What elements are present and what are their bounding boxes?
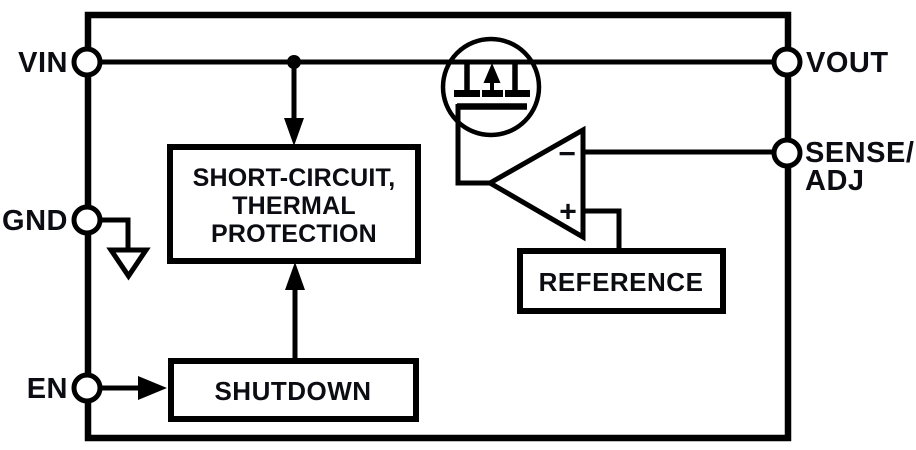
reference-input-wire bbox=[583, 208, 622, 253]
protection-input-arrowhead bbox=[284, 118, 304, 146]
pin-label-sense: SENSE/ bbox=[805, 137, 914, 169]
pin-en bbox=[71, 372, 103, 404]
mosfet-circle bbox=[440, 36, 542, 138]
reference-block-label: REFERENCE bbox=[539, 267, 704, 297]
error-amplifier-icon: − + bbox=[484, 125, 586, 242]
shutdown-block: SHUTDOWN bbox=[168, 358, 419, 422]
shutdown-block-label: SHUTDOWN bbox=[214, 376, 371, 406]
pin-vout bbox=[771, 46, 803, 78]
pin-label-en: EN bbox=[27, 373, 68, 405]
p-channel-mosfet-icon bbox=[440, 36, 542, 138]
reference-block-box bbox=[517, 248, 726, 314]
pin-label-adj: ADJ bbox=[805, 165, 865, 197]
protection-block-label-line1: SHORT-CIRCUIT, bbox=[193, 164, 396, 192]
protection-block-box bbox=[167, 144, 421, 264]
en-arrowhead bbox=[138, 376, 167, 400]
pin-gnd bbox=[71, 204, 103, 236]
ground-symbol-icon bbox=[106, 247, 151, 281]
pin-label-gnd: GND bbox=[2, 205, 68, 237]
reference-block: REFERENCE bbox=[517, 248, 726, 314]
shutdown-block-box bbox=[168, 358, 419, 422]
amplifier-minus-sign: − bbox=[558, 138, 576, 171]
protection-block: SHORT-CIRCUIT, THERMAL PROTECTION bbox=[167, 144, 421, 264]
protection-block-label-line3: PROTECTION bbox=[211, 220, 377, 248]
pin-label-vout: VOUT bbox=[806, 47, 889, 79]
mosfet-body-arrowhead bbox=[483, 63, 501, 83]
gnd-stub-wire bbox=[99, 217, 131, 250]
amplifier-plus-sign: + bbox=[559, 196, 577, 229]
shutdown-to-protection-arrowhead bbox=[285, 262, 305, 290]
gate-drive-wire bbox=[455, 104, 492, 186]
protection-block-label-line2: THERMAL bbox=[232, 192, 356, 220]
amplifier-triangle bbox=[484, 125, 586, 242]
pin-vin bbox=[71, 46, 103, 78]
pin-label-vin: VIN bbox=[18, 47, 68, 79]
pin-sense-adj bbox=[771, 137, 803, 169]
